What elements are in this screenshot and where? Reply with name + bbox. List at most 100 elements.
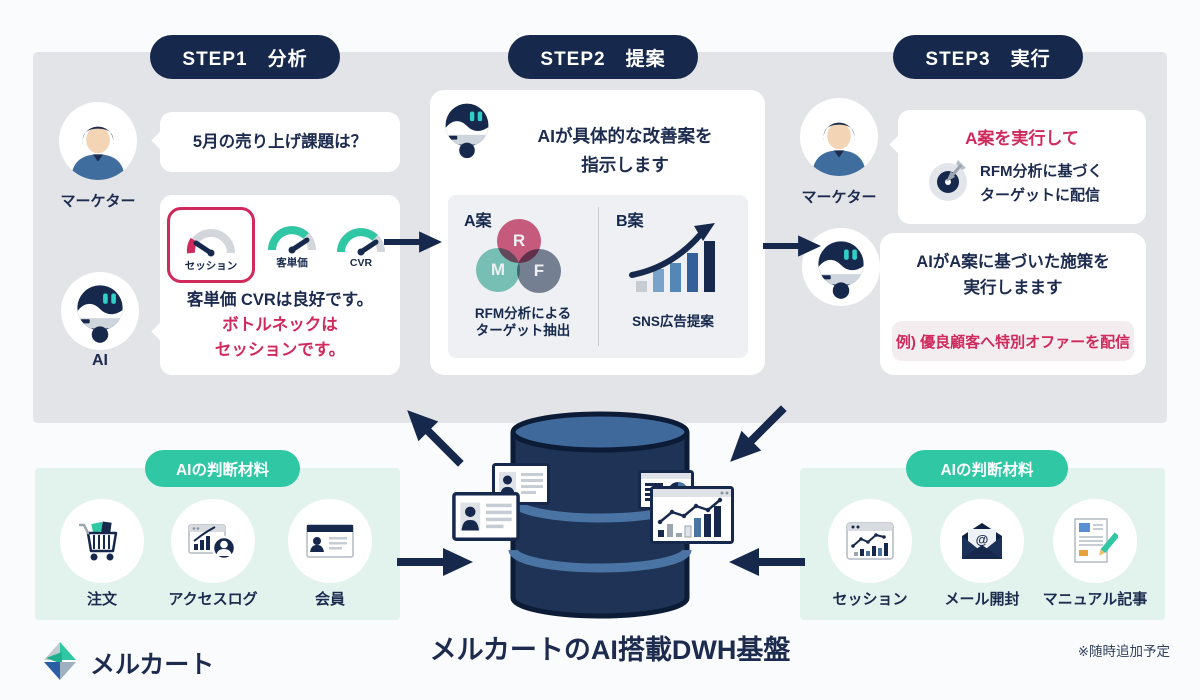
- plan-b: B案 SNS広告提案: [598, 195, 748, 358]
- gauge-aov-icon: [268, 226, 316, 254]
- mail-open-label: メール開封: [944, 591, 1020, 608]
- manual-item: [1053, 499, 1137, 583]
- gauge-session-label: セッション: [184, 260, 238, 272]
- gauge-session: セッション: [167, 207, 255, 283]
- step1-pill: STEP1 分析: [150, 35, 340, 79]
- arrow-right-icon: [397, 548, 473, 576]
- plans-divider: [598, 207, 599, 346]
- robot-icon: [802, 228, 880, 306]
- plan-b-desc: SNS広告提案: [632, 314, 714, 329]
- access-log-icon: [188, 524, 237, 561]
- robot-icon: [430, 91, 504, 165]
- venn-f-letter: F: [533, 261, 545, 280]
- proposal-heading-line1: AIが具体的な改善案を: [537, 126, 713, 146]
- report-chart-window-icon: [650, 486, 734, 544]
- venn-m-letter: M: [490, 260, 506, 279]
- arrow-up-left-icon: [407, 410, 464, 467]
- gauge-aov: 客単価: [260, 207, 324, 277]
- plan-a-desc-line2: ターゲット抽出: [475, 323, 571, 338]
- ai-label-step1: AI: [92, 352, 108, 369]
- target-line2: ターゲットに配信: [980, 187, 1101, 204]
- ai-avatar-step1: [61, 272, 139, 350]
- step3-pill: STEP3 実行: [893, 35, 1083, 79]
- manual-label: マニュアル記事: [1042, 591, 1148, 608]
- venn-m-circle: M: [476, 248, 520, 292]
- execution-line2: 実行しまます: [963, 279, 1063, 297]
- plans-panel: A案 R M F RFM分析による ターゲット抽出 B案: [448, 195, 748, 358]
- member-card-icon: [306, 524, 354, 558]
- session-item: [828, 499, 912, 583]
- analysis-line2: ボトルネックは: [222, 316, 338, 334]
- target-icon: [929, 160, 967, 201]
- plan-a: A案 R M F RFM分析による ターゲット抽出: [448, 195, 598, 358]
- access-log-label: アクセスログ: [168, 591, 258, 608]
- execution-line1: AIがA案に基づいた施策を: [916, 253, 1110, 271]
- gauge-row: セッション 客単価 CVR: [166, 207, 394, 283]
- analysis-line1: 客単価 CVRは良好です。: [186, 291, 374, 309]
- analysis-line3: セッションです。: [214, 341, 346, 359]
- step2-pill-label: STEP2 提案: [540, 48, 666, 70]
- gauge-cvr-label: CVR: [349, 256, 373, 269]
- gauge-session-icon: [186, 229, 235, 257]
- plan-a-desc: RFM分析による ターゲット抽出: [448, 305, 598, 339]
- venn-f-circle: F: [517, 249, 561, 293]
- id-card-icon: [452, 492, 520, 541]
- session-chart-icon: [846, 522, 894, 560]
- growth-bar-chart-icon: [629, 223, 715, 292]
- request-text: A案を実行して: [965, 129, 1079, 148]
- arrow-right-icon: [763, 235, 821, 257]
- arrow-down-left-icon: [730, 405, 787, 462]
- analysis-text: 客単価 CVRは良好です。 ボトルネックは セッションです。: [160, 288, 400, 363]
- left-sources-pill: AIの判断材料: [145, 450, 300, 487]
- mail-open-icon: @: [962, 523, 1002, 559]
- target-line1: RFM分析に基づく: [980, 163, 1103, 180]
- order-label: 注文: [86, 591, 117, 608]
- at-symbol: @: [976, 532, 989, 547]
- plan-a-desc-line1: RFM分析による: [474, 306, 572, 321]
- step3-pill-label: STEP3 実行: [925, 48, 1051, 70]
- mail-open-item: @: [940, 499, 1024, 583]
- plan-b-label: B案: [616, 213, 644, 230]
- ai-avatar-step2: [430, 91, 504, 165]
- analysis-bubble: セッション 客単価 CVR: [160, 195, 400, 375]
- manual-doc-icon: [1074, 518, 1118, 563]
- gauge-aov-label: 客単価: [276, 257, 308, 269]
- proposal-heading: AIが具体的な改善案を 指示します: [500, 122, 750, 180]
- step2-pill: STEP2 提案: [508, 35, 698, 79]
- execution-card: AIがA案に基づいた施策を 実行しまます 例) 優良顧客へ特別オファーを配信: [880, 233, 1146, 375]
- target-text: RFM分析に基づく ターゲットに配信: [980, 160, 1103, 208]
- order-item: [60, 499, 144, 583]
- session-label: セッション: [832, 591, 908, 608]
- proposal-card: AIが具体的な改善案を 指示します A案 R M F RFM分析による ターゲッ…: [430, 90, 765, 375]
- right-sources-pill: AIの判断材料: [906, 450, 1068, 487]
- question-text: 5月の売り上げ課題は？: [192, 133, 368, 151]
- right-sources-pill-label: AIの判断材料: [940, 461, 1034, 479]
- example-box: 例) 優良顧客へ特別オファーを配信: [892, 321, 1134, 361]
- member-label: 会員: [314, 591, 345, 608]
- access-log-item: [171, 499, 255, 583]
- robot-icon: [61, 272, 139, 350]
- example-text: 例) 優良顧客へ特別オファーを配信: [895, 333, 1131, 351]
- step1-pill-label: STEP1 分析: [182, 48, 308, 70]
- gauge-cvr: CVR: [329, 207, 393, 277]
- left-sources-pill-label: AIの判断材料: [175, 461, 269, 479]
- plan-a-label: A案: [464, 213, 492, 230]
- venn-r-letter: R: [512, 231, 526, 250]
- footer-note: ※随時追加予定: [1077, 644, 1170, 659]
- gauge-cvr-icon: [337, 227, 385, 255]
- request-bubble: A案を実行して RFM分析に基づく ターゲットに配信: [898, 110, 1146, 224]
- proposal-heading-line2: 指示します: [581, 155, 669, 175]
- page-title: メルカートのAI搭載DWH基盤: [429, 635, 791, 665]
- person-icon: [59, 102, 137, 180]
- question-bubble: 5月の売り上げ課題は？: [160, 112, 400, 172]
- person-icon: [800, 98, 878, 176]
- ai-avatar-step3: [802, 228, 880, 306]
- marketer-avatar: [59, 102, 137, 180]
- member-item: [288, 499, 372, 583]
- marketer-avatar-step3: [800, 98, 878, 176]
- arrow-right-icon: [384, 231, 442, 253]
- mercart-logo-icon: [44, 642, 76, 680]
- arrow-left-icon: [729, 548, 805, 576]
- execution-heading: AIがA案に基づいた施策を 実行しまます: [900, 249, 1126, 301]
